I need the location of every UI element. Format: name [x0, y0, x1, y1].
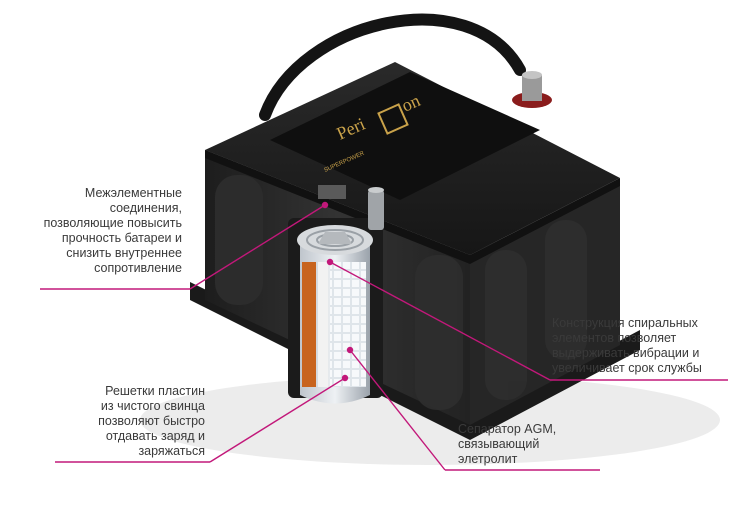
leader-intercell: [189, 204, 326, 290]
callout-line: Решетки пластин: [105, 384, 205, 398]
cutaway-cell: [288, 218, 383, 404]
battery-handle: [259, 13, 526, 121]
callout-grids: Решетки пластин из чистого свинца позвол…: [55, 384, 205, 459]
callout-line: снизить внутреннее: [66, 246, 182, 260]
callout-line: сопротивление: [94, 261, 182, 275]
battery-base: [190, 282, 640, 440]
callout-line: связывающий: [458, 437, 540, 451]
logo-square: [377, 103, 409, 135]
leader-grids: [209, 377, 346, 463]
callout-line: из чистого свинца: [100, 399, 205, 413]
callout-line: Конструкция спиральных: [552, 316, 698, 330]
leader-spiral: [329, 261, 551, 381]
lid-edge: [205, 150, 620, 264]
callout-line: увеличивает срок службы: [552, 361, 702, 375]
intercell-connector: [318, 185, 384, 230]
leader-lines: [40, 201, 728, 471]
positive-terminal: [512, 71, 552, 108]
callout-intercell: Межэлементные соединения, позволяющие по…: [40, 186, 182, 276]
callout-spiral: Конструкция спиральных элементов позволя…: [552, 316, 742, 376]
callout-line: Сепаратор AGM,: [458, 422, 557, 436]
callout-line: отдавать заряд и: [105, 429, 205, 443]
callout-line: позволяющие повысить: [43, 216, 182, 230]
callout-line: элементов позволяет: [552, 331, 677, 345]
leader-separator: [349, 349, 446, 471]
callout-line: соединения,: [109, 201, 182, 215]
lead-plate-strip: [302, 262, 316, 387]
top-label: [270, 72, 540, 200]
lead-grid: [330, 262, 366, 387]
callout-separator: Сепаратор AGM, связывающий элетролит: [458, 422, 608, 467]
callout-line: элетролит: [458, 452, 518, 466]
callout-line: выдерживать вибрации и: [552, 346, 700, 360]
callout-line: заряжаться: [138, 444, 205, 458]
callout-line: прочность батареи и: [61, 231, 182, 245]
callout-line: Межэлементные: [84, 186, 182, 200]
callout-line: позволяют быстро: [98, 414, 205, 428]
cell-bulges: [215, 175, 587, 410]
